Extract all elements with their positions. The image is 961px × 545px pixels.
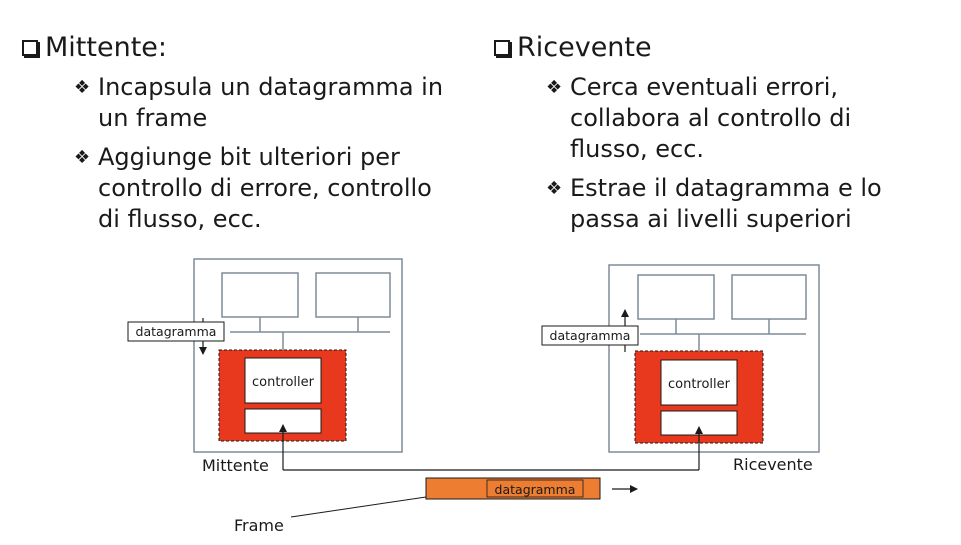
sender-cpu-box [221, 272, 299, 318]
diamond-bullet-icon: ❖ [74, 77, 91, 98]
receiver-item-1-line-2: collabora al controllo di [570, 104, 852, 132]
sender-item-1-line-1: Incapsula un datagramma in [98, 73, 444, 101]
link-connection [279, 424, 703, 471]
receiver-label: Ricevente [733, 455, 813, 474]
diamond-bullet-icon: ❖ [74, 147, 91, 168]
frame-label: Frame [234, 516, 284, 535]
square-bullet-icon [22, 40, 38, 56]
receiver-item-1-line-1: Cerca eventuali errori, [570, 73, 839, 101]
receiver-item: ❖ Estrae il datagramma e lo passa ai liv… [494, 173, 934, 235]
diamond-bullet-icon: ❖ [546, 178, 563, 199]
sender-heading: Mittente: [22, 30, 462, 66]
sender-item: ❖ Incapsula un datagramma in un frame [22, 72, 462, 134]
receiver-host: controller datagramma Ricevente [541, 264, 820, 474]
sender-controller-label: controller [252, 375, 315, 390]
receiver-heading: Ricevente [494, 30, 934, 66]
receiver-item: ❖ Cerca eventuali errori, collabora al c… [494, 72, 934, 165]
square-bullet-icon [494, 40, 510, 56]
frame: datagramma Frame [234, 477, 638, 535]
receiver-column: Ricevente ❖ Cerca eventuali errori, coll… [494, 30, 934, 243]
sender-host: controller datagramma Mittente [127, 258, 403, 475]
sender-item-2-line-1: Aggiunge bit ulteriori per [98, 143, 400, 171]
diamond-bullet-icon: ❖ [546, 77, 563, 98]
receiver-cpu-box [637, 274, 715, 320]
sender-datagram-tag [127, 321, 225, 342]
receiver-memory-box [731, 274, 807, 320]
receiver-controller-label: controller [668, 377, 731, 392]
sender-heading-text: Mittente: [45, 32, 167, 63]
sender-item: ❖ Aggiunge bit ulteriori per controllo d… [22, 142, 462, 235]
receiver-item-2-line-1: Estrae il datagramma e lo [570, 174, 882, 202]
receiver-item-1-line-3: flusso, ecc. [570, 135, 705, 163]
receiver-item-2-line-2: passa ai livelli superiori [570, 205, 852, 233]
frame-datagram-box [486, 479, 584, 498]
receiver-datagram-tag [541, 325, 639, 346]
receiver-datagram-label: datagramma [550, 328, 631, 343]
frame-pointer-line [290, 496, 427, 518]
frame-datagram-label: datagramma [495, 482, 576, 497]
receiver-heading-text: Ricevente [517, 32, 652, 63]
receiver-controller-box [660, 359, 738, 406]
sender-memory-box [315, 272, 391, 318]
sender-controller-box [244, 357, 322, 404]
sender-datagram-label: datagramma [136, 324, 217, 339]
sender-item-1-line-2: un frame [98, 104, 208, 132]
sender-item-2-line-2: controllo di errore, controllo [98, 174, 432, 202]
sender-label: Mittente [202, 456, 269, 475]
sender-column: Mittente: ❖ Incapsula un datagramma in u… [22, 30, 462, 243]
sender-item-2-line-3: di flusso, ecc. [98, 205, 262, 233]
